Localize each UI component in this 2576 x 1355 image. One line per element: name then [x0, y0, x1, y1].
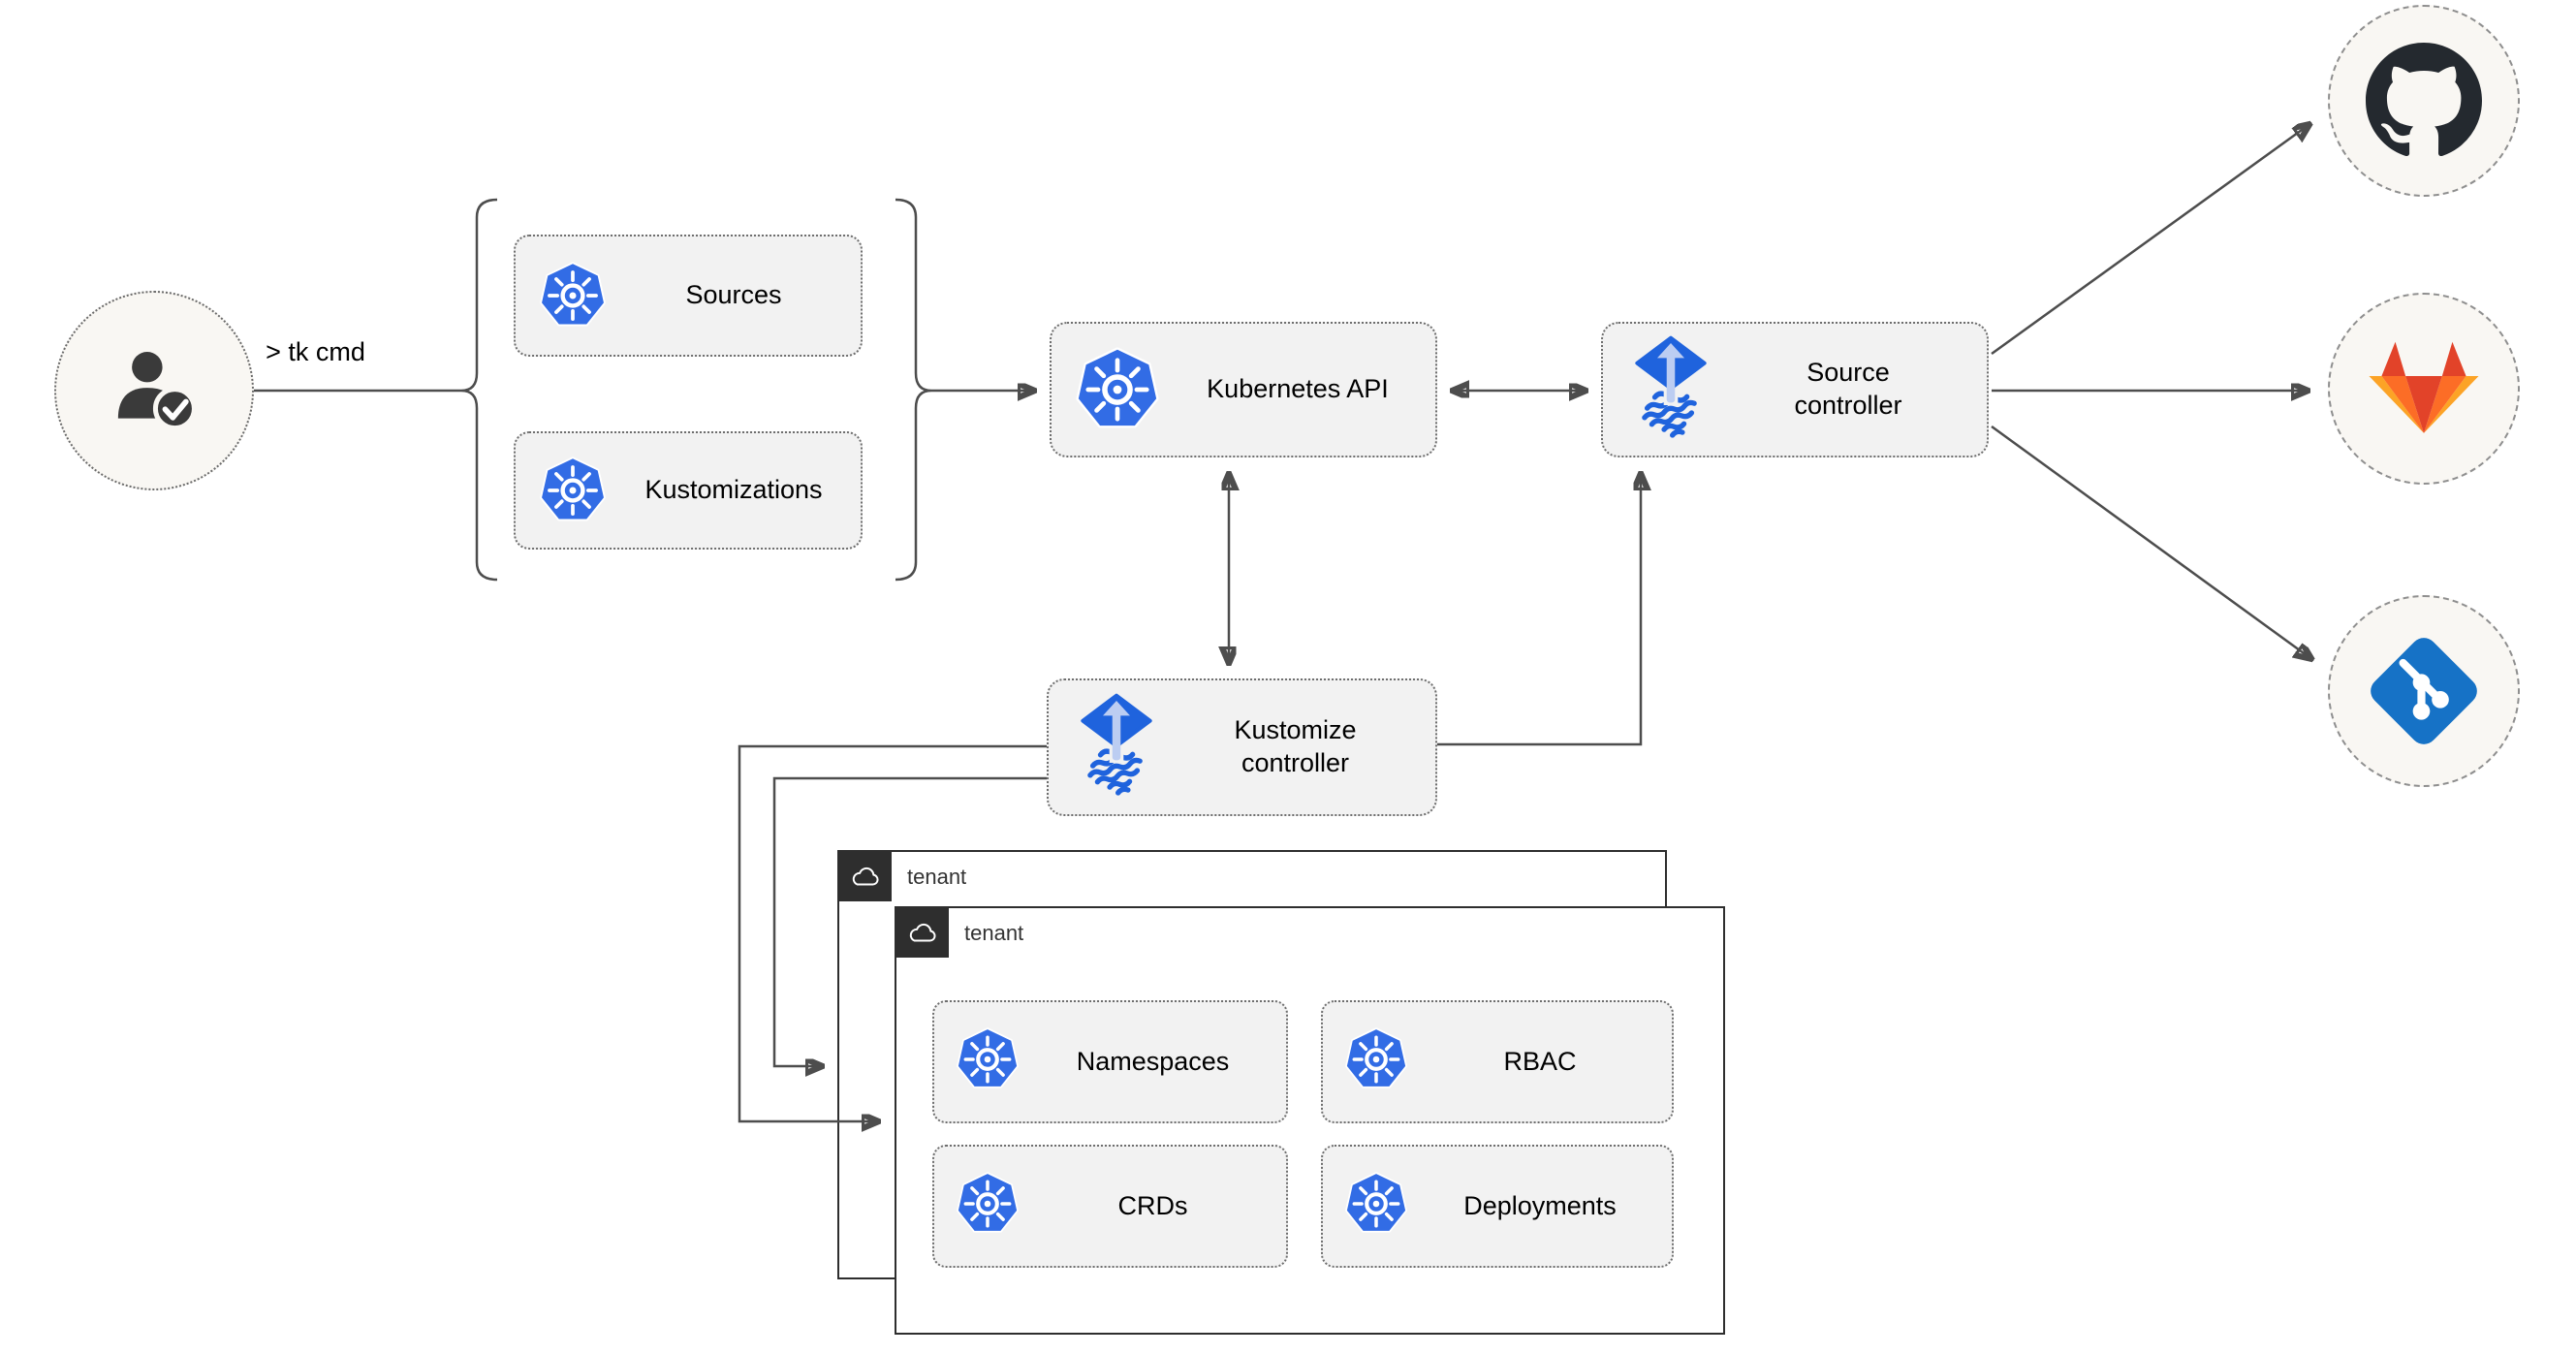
flux-icon: [1078, 693, 1155, 802]
cli-command-label: > tk cmd: [266, 337, 365, 366]
crds-node: CRDs: [932, 1145, 1288, 1268]
rbac-label: RBAC: [1503, 1047, 1577, 1076]
source-controller-label: Source controller: [1794, 358, 1902, 420]
kubernetes-icon: [956, 1027, 1020, 1091]
user-check-icon: [117, 352, 197, 431]
namespaces-label: Namespaces: [1076, 1047, 1230, 1076]
tenant-back-label: tenant: [907, 865, 967, 889]
namespaces-node: Namespaces: [932, 1000, 1288, 1123]
github-node: [2328, 5, 2520, 197]
cloud-icon: [906, 921, 939, 944]
source-controller-node: Source controller: [1601, 322, 1989, 457]
sources-label: Sources: [685, 280, 782, 310]
connector-sourcectrl-github: [1991, 125, 2309, 356]
kubernetes-icon: [956, 1172, 1020, 1236]
tenant-box-front: tenant Namespaces RBAC CRDs: [895, 906, 1725, 1335]
github-icon: [2366, 43, 2482, 157]
git-node: [2328, 595, 2520, 787]
deployments-node: Deployments: [1321, 1145, 1674, 1268]
kubernetes-icon: [539, 262, 607, 330]
kubernetes-api-node: Kubernetes API: [1050, 322, 1437, 457]
rbac-node: RBAC: [1321, 1000, 1674, 1123]
kustomizations-label: Kustomizations: [644, 475, 823, 505]
kustomize-controller-node: Kustomize controller: [1047, 678, 1437, 816]
gitlab-node: [2328, 293, 2520, 485]
crds-label: CRDs: [1117, 1191, 1188, 1220]
kubernetes-icon: [1344, 1027, 1408, 1091]
kubernetes-icon: [1075, 347, 1160, 432]
connector-sourcectrl-git: [1991, 425, 2310, 658]
kubernetes-icon: [539, 457, 607, 524]
sources-node: Sources: [514, 235, 863, 357]
kubernetes-icon: [1344, 1172, 1408, 1236]
gitlab-icon: [2369, 341, 2479, 433]
tenant-tab: [895, 907, 949, 958]
deployments-label: Deployments: [1463, 1191, 1617, 1220]
left-brace: [460, 198, 498, 582]
connector-kustomizectrl-sourcectrl: [1437, 475, 1641, 746]
kustomize-controller-label: Kustomize controller: [1234, 715, 1357, 777]
cloud-icon: [849, 865, 882, 888]
tenant-tab: [838, 851, 892, 901]
right-brace: [895, 198, 932, 582]
flux-icon: [1632, 335, 1710, 444]
git-icon: [2371, 638, 2477, 744]
kubernetes-api-label: Kubernetes API: [1207, 374, 1389, 404]
user-node: [54, 291, 254, 490]
tenant-front-label: tenant: [964, 921, 1024, 945]
kustomizations-node: Kustomizations: [514, 431, 863, 550]
